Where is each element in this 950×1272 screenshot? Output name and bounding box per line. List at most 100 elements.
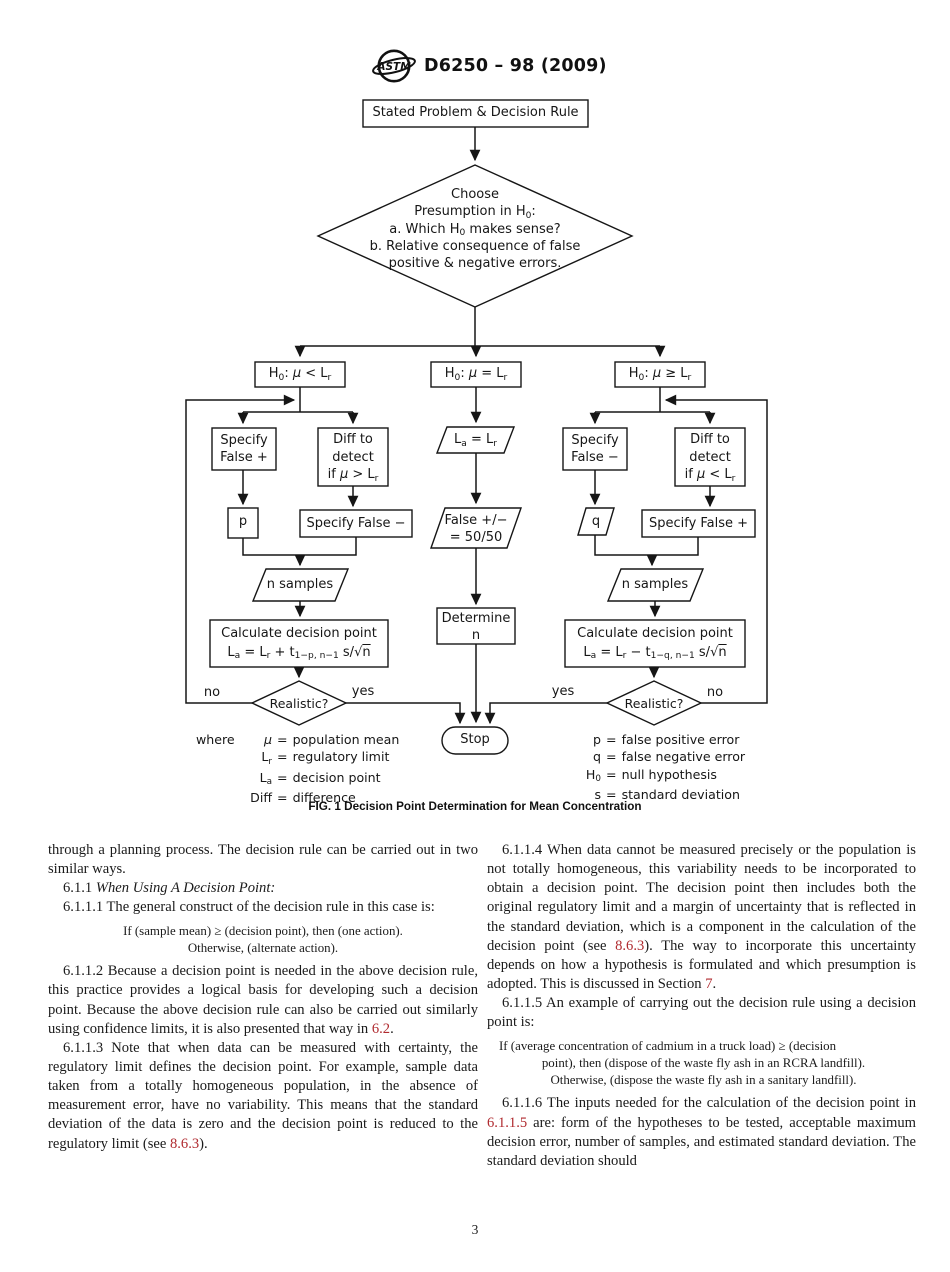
legend-equals: = — [606, 732, 617, 747]
legend-value: standard deviation — [621, 786, 740, 802]
legend-key: Diff — [250, 789, 272, 805]
choose-line-3: a. Which H0 makes sense? — [389, 221, 561, 239]
legend-value: decision point — [292, 769, 381, 785]
label-line: False +/− — [444, 513, 508, 528]
flow-connectors — [185, 127, 768, 725]
legend-row: s = standard deviation — [553, 786, 745, 803]
calc-left-label: Calculate decision point La = Lr + t1−p,… — [210, 625, 388, 663]
h0-less-label: H0: μ < Lr — [268, 366, 332, 383]
specify-false-minus-left-label: Specify False − — [306, 516, 406, 531]
label-line: if μ < Lr — [684, 467, 736, 484]
section-ref-link[interactable]: 6.2 — [371, 1020, 391, 1037]
section-ref-link[interactable]: 6.1.1.5 — [487, 1114, 528, 1131]
choose-presumption-diamond — [316, 164, 634, 308]
rule-line: If (sample mean) ≥ (decision point), the… — [123, 923, 403, 938]
section-ref-link[interactable]: 7 — [705, 976, 713, 993]
legend-key: p — [593, 732, 601, 747]
la-equals-lr-label: La = Lr — [454, 432, 497, 449]
legend-row: La = decision point — [196, 769, 399, 789]
p-box — [227, 507, 259, 539]
legend-key: q — [593, 749, 601, 765]
stop-label: Stop — [460, 732, 490, 747]
n-samples-parallelogram-left — [251, 568, 350, 602]
label-line: False + — [220, 450, 268, 465]
label-line: Calculate decision point — [577, 626, 733, 641]
calc-right-label: Calculate decision point La = Lr − t1−q,… — [565, 625, 745, 663]
realistic-diamond-left — [250, 680, 348, 726]
legend-key: s — [594, 786, 601, 802]
legend-equals: = — [606, 786, 617, 802]
label-line: Specify — [220, 433, 268, 448]
calc-decision-point-box-right — [564, 619, 746, 668]
legend-equals: = — [606, 766, 617, 782]
legend-value: false positive error — [621, 732, 740, 747]
specify-false-plus-box-left — [211, 427, 277, 471]
realistic-left-label: Realistic? — [269, 696, 329, 711]
formula-line: La = Lr − t1−q, n−1 s/√n — [583, 644, 727, 662]
realistic-diamond-right — [605, 680, 703, 726]
no-left-label: no — [203, 685, 221, 700]
legend-row: where μ = population mean — [196, 731, 399, 748]
false-5050-parallelogram — [430, 507, 522, 549]
standard-designation: D6250 – 98 (2009) — [424, 56, 607, 76]
legend-where — [196, 748, 242, 768]
determine-n-label: Determine n — [437, 611, 515, 644]
legend-row: p = false positive error — [553, 731, 745, 748]
label-line: = 50/50 — [449, 530, 503, 545]
section-ref-link[interactable]: 8.6.3 — [169, 1135, 200, 1152]
calc-decision-point-box-left — [209, 619, 389, 668]
yes-right-label: yes — [551, 684, 575, 699]
specify-false-plus-left-label: Specify False + — [212, 432, 276, 466]
legend-value: difference — [292, 789, 356, 805]
body-column-left: through a planning process. The decision… — [48, 841, 478, 1154]
legend-equals: = — [277, 789, 288, 805]
label-line: Determine — [441, 611, 511, 626]
section-ref-link[interactable]: 8.6.3 — [615, 937, 645, 954]
yes-left-label: yes — [351, 684, 375, 699]
label-line: Diff to — [690, 432, 730, 447]
h0-less-box — [254, 361, 346, 388]
flowchart-figure — [185, 99, 768, 755]
legend-value: false negative error — [621, 749, 746, 765]
paragraph-6-1-1-1: 6.1.1.1 The general construct of the dec… — [63, 899, 435, 916]
legend-where — [196, 769, 242, 789]
legend-equals: = — [606, 749, 617, 765]
example-rule-block: If (average concentration of cadmium in … — [491, 1038, 916, 1090]
diff-to-detect-box-right — [674, 427, 746, 487]
h0-equal-box — [430, 361, 522, 388]
paragraph-6-1-1-4: 6.1.1.4 When data cannot be measured pre… — [487, 842, 917, 993]
legend-key: H0 — [585, 766, 601, 785]
formula-line: La = Lr + t1−p, n−1 s/√n — [227, 644, 371, 662]
legend-row: H0 = null hypothesis — [553, 766, 745, 786]
n-samples-parallelogram-right — [606, 568, 705, 602]
paragraph-6-1-1-5: 6.1.1.5 An example of carrying out the d… — [487, 995, 916, 1031]
paragraph-intro: through a planning process. The decision… — [48, 842, 478, 878]
specify-false-plus-right-label: Specify False + — [648, 516, 749, 531]
stop-terminator — [441, 726, 509, 755]
diff-to-detect-right-label: Diff to detect if μ < Lr — [675, 431, 745, 486]
label-line: Diff to — [333, 432, 373, 447]
h0-greater-box — [614, 361, 706, 388]
q-parallelogram — [577, 507, 615, 536]
determine-n-box — [436, 607, 516, 645]
legend-row: Lr = regulatory limit — [196, 748, 399, 768]
label-line: detect — [332, 449, 374, 465]
page-number: 3 — [471, 1222, 479, 1237]
choose-line-4: b. Relative consequence of false — [369, 239, 581, 255]
choose-line-1: Choose — [451, 187, 499, 202]
legend-value: null hypothesis — [621, 766, 717, 782]
figure-caption: FIG. 1 Decision Point Determination for … — [308, 800, 642, 813]
h0-greater-label: H0: μ ≥ Lr — [628, 366, 692, 383]
legend-value: population mean — [292, 732, 400, 747]
svg-text:ASTM: ASTM — [376, 61, 411, 73]
specify-false-plus-box-right — [641, 509, 756, 538]
specify-false-minus-box-left — [299, 509, 413, 538]
legend-key: μ — [263, 732, 272, 747]
label-line: Specify — [571, 433, 619, 448]
label-line: Calculate decision point — [221, 626, 377, 641]
no-right-label: no — [706, 685, 724, 700]
decision-rule-block: If (sample mean) ≥ (decision point), the… — [48, 923, 478, 958]
heading-6-1-1: 6.1.1 When Using A Decision Point: — [63, 880, 276, 897]
choose-presumption-label: Choose Presumption in H0: a. Which H0 ma… — [330, 187, 620, 273]
